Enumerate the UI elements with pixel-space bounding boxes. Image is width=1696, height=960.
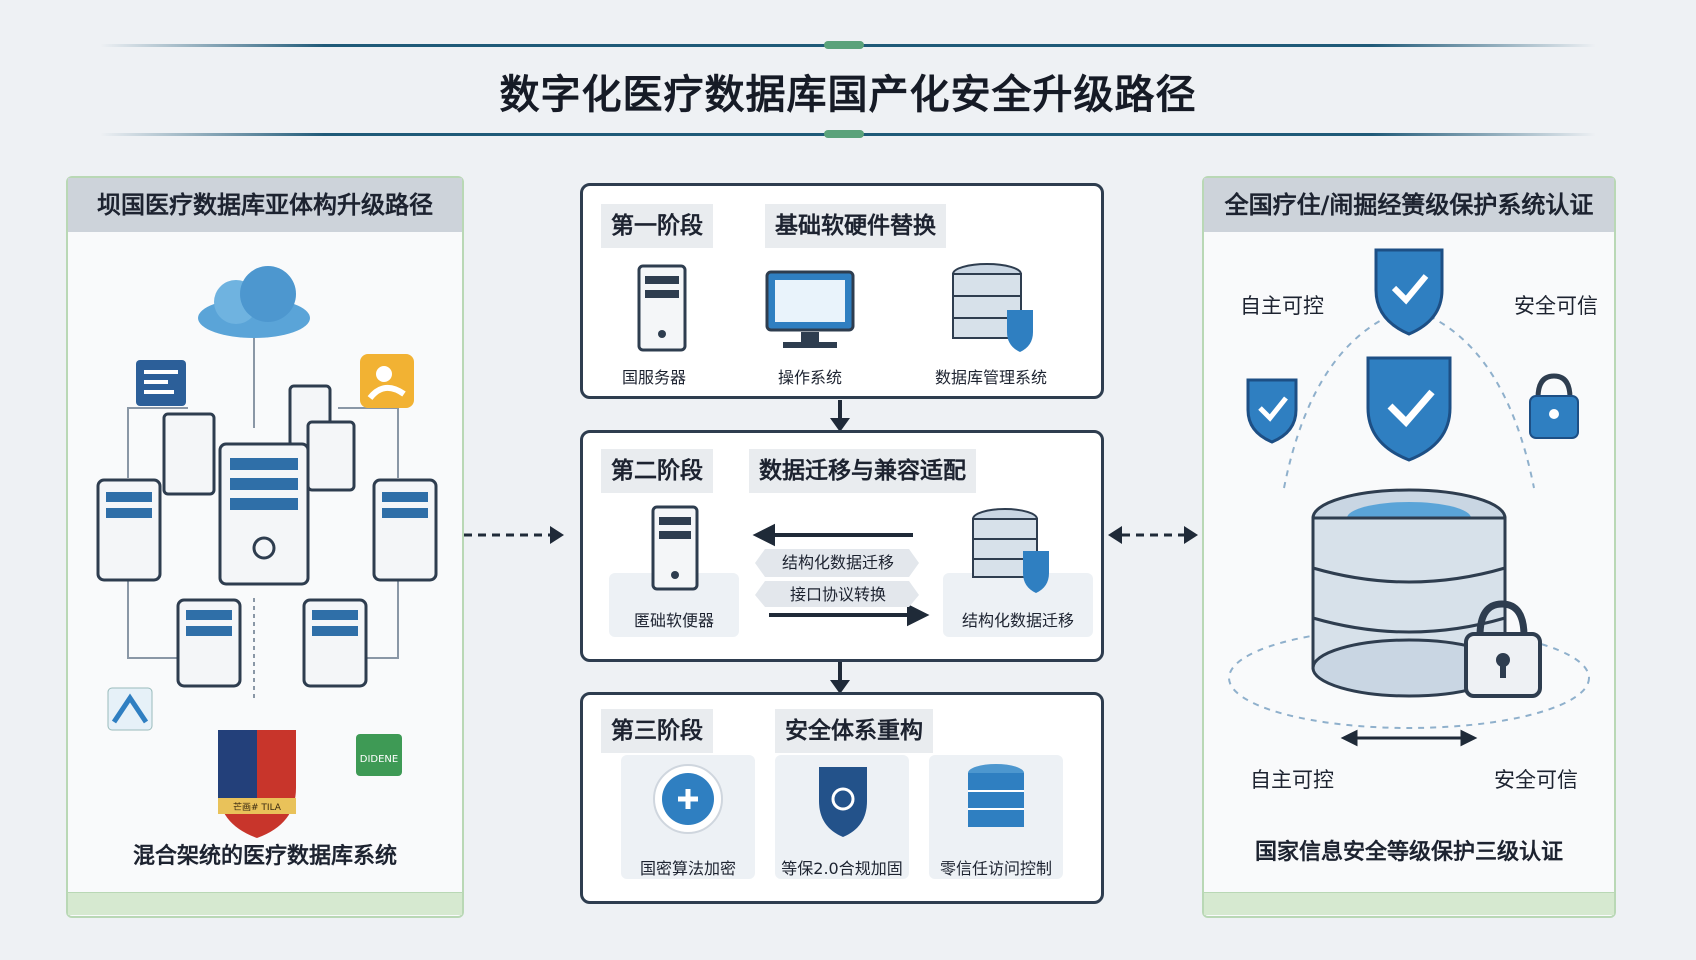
label-top-left: 自主可控 (1240, 294, 1324, 318)
migrate-arrow-left (752, 523, 913, 547)
emblem-shield-icon (218, 730, 296, 838)
center-shield-icon (1366, 356, 1452, 462)
stage-1-card: 第一阶段 基础软硬件替换 国服务器 操作系统 数据库管理系统 (580, 183, 1104, 399)
stage-2-right-caption: 结构化数据迁移 (961, 611, 1074, 630)
title-bottom-dot (824, 130, 864, 138)
right-panel-foot-bar (1204, 892, 1614, 915)
server-icon (651, 505, 699, 591)
central-database-icon (1311, 488, 1507, 698)
left-connector-arrow (464, 526, 564, 544)
hybrid-architecture-diagram: DIDENE 芒画# TILA (96, 266, 438, 838)
stage-1-item-1: 国服务器 (621, 368, 686, 387)
left-panel-footer: 混合架统的医疗数据库系统 (132, 844, 397, 869)
server-icon (637, 264, 687, 352)
stage-arrow-2 (830, 662, 850, 694)
badge-text: DIDENE (360, 754, 398, 765)
stage-2-title: 数据迁移与兼容适配 (749, 449, 976, 493)
right-panel-footer: 国家信息安全等级保护三级认证 (1254, 840, 1563, 865)
left-panel: 坝国医疗数据库亚体构升级路径 (66, 176, 464, 918)
label-top-right: 安全可信 (1514, 294, 1598, 318)
stage-2-right-tile (943, 573, 1093, 637)
page-title: 数字化医疗数据库国产化安全升级路径 (499, 72, 1197, 118)
stage-3-item-1: 国密算法加密 (639, 859, 736, 878)
stage-1-icons (637, 263, 1033, 352)
stage-3-icons (653, 764, 1024, 837)
monitor-icon (765, 270, 855, 348)
config-icon (136, 360, 186, 406)
bottom-double-arrow (1340, 729, 1478, 747)
stage-1-item-3: 数据库管理系统 (934, 368, 1047, 387)
main-server-icon (252, 536, 276, 560)
stage-3-item-3: 零信任访问控制 (939, 859, 1052, 878)
stage-2-icons (651, 505, 1049, 627)
stage-3-tag: 第三阶段 (601, 709, 713, 753)
right-panel-header: 全国疗住/闹掘经箦级保护系统认证 (1204, 178, 1614, 232)
protocol-arrow-right (769, 603, 930, 627)
database-shield-icon (952, 263, 1033, 352)
stage-3-title: 安全体系重构 (775, 709, 933, 753)
left-panel-header: 坝国医疗数据库亚体构升级路径 (68, 178, 462, 232)
zero-trust-database-icon (968, 764, 1024, 827)
database-shield-icon (972, 508, 1049, 593)
label-bottom-right: 安全可信 (1494, 768, 1578, 792)
left-shield-icon (1246, 378, 1298, 444)
stage-arrow-1 (830, 400, 850, 432)
encryption-icon (653, 764, 723, 834)
stage-2-arrow-label-2: 接口协议转换 (789, 585, 886, 604)
stage-3-card: 第三阶段 安全体系重构 国密算法加密 等保2.0合规加固 零信任访问控制 (580, 692, 1104, 904)
didene-badge-icon (356, 734, 402, 776)
stage-2-left-caption: 匿础软便器 (633, 611, 714, 630)
stage-1-item-2: 操作系统 (777, 368, 842, 387)
stage-3-item-2: 等保2.0合规加固 (781, 859, 903, 878)
right-connector-arrow (1108, 526, 1198, 544)
stage-1-tag: 第一阶段 (601, 204, 713, 248)
emblem-text: 芒画# TILA (233, 801, 282, 813)
stage-2-card: 第二阶段 数据迁移与兼容适配 结构化数据迁移 接口协议转换 匿础软便器 结构化数… (580, 430, 1104, 662)
stage-2-tag: 第二阶段 (601, 449, 713, 493)
compliance-shield-icon (819, 767, 867, 837)
top-shield-icon (1374, 248, 1444, 336)
stage-2-arrow-label-1: 结构化数据迁移 (781, 553, 894, 572)
security-certification-diagram (1228, 248, 1590, 747)
database-lock-icon (1464, 600, 1542, 698)
user-app-icon (360, 354, 414, 408)
title-top-dot (824, 41, 864, 49)
cloud-icon (198, 266, 310, 338)
right-panel: 全国疗住/闹掘经箦级保护系统认证 自主可控 安全可信 自主可控 安全可信 国家信… (1202, 176, 1616, 918)
left-panel-foot-bar (68, 892, 462, 915)
stage-1-title: 基础软硬件替换 (765, 204, 946, 248)
label-bottom-left: 自主可控 (1250, 768, 1334, 792)
padlock-icon (1529, 373, 1579, 439)
map-icon (107, 687, 153, 731)
